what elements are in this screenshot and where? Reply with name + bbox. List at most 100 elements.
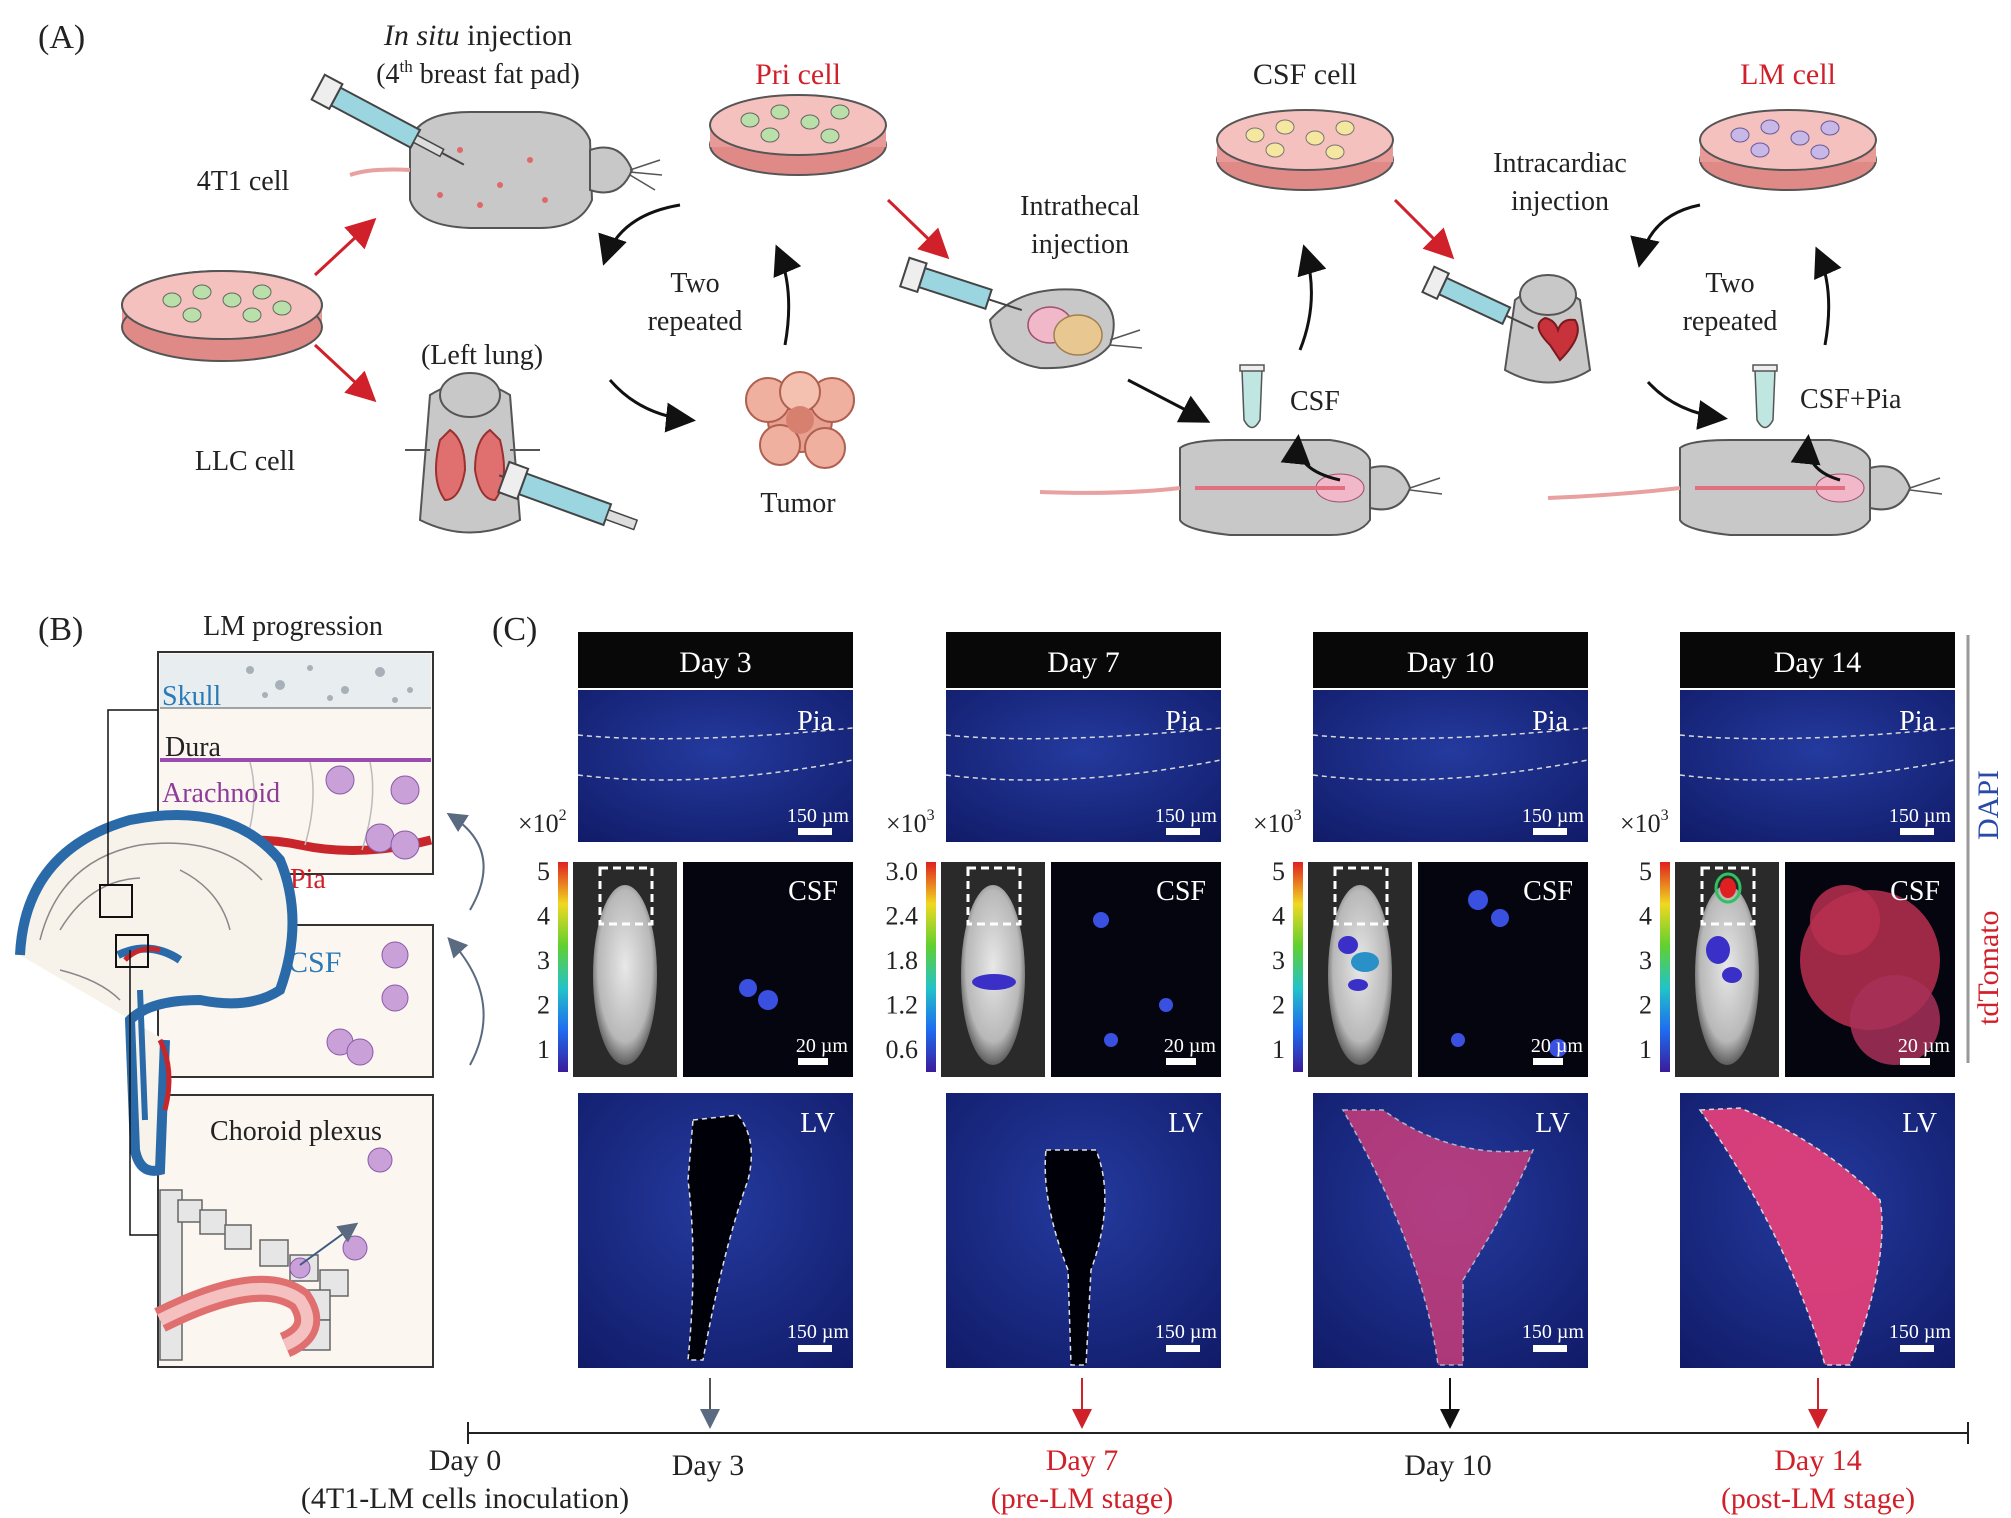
- injection-sub-sup: th: [399, 57, 413, 76]
- multiplier-exp: 3: [1294, 807, 1302, 824]
- pia-label: Pia: [797, 706, 833, 737]
- ivis-signal-ring: [1714, 872, 1742, 904]
- choroid-inset: [154, 1094, 434, 1368]
- injection-title-italic: In situ: [383, 19, 460, 52]
- pia-boundary-lower: [1679, 759, 1956, 781]
- arrow-choroid-to-csf: [447, 937, 485, 1066]
- csf-cell-blob: [1549, 1039, 1567, 1057]
- csf-scale-bar: [1533, 1058, 1563, 1065]
- csf-scale-label: 20 µm: [1898, 1035, 1951, 1057]
- lv-ventricle: [1698, 1107, 1883, 1366]
- label-intrathecal-a: Intrathecal: [1020, 191, 1140, 222]
- dish-start-icon: [121, 270, 323, 362]
- csf-label: CSF: [1890, 876, 1940, 907]
- arrow-up-csf: [1297, 244, 1327, 351]
- dish-pri-icon: [709, 94, 887, 176]
- layer-pia: Pia: [290, 864, 326, 895]
- label-intracardiac-b: injection: [1511, 186, 1609, 217]
- pia-boundary-lower: [577, 759, 854, 781]
- side-label-dapi: DAPI: [1972, 770, 2005, 840]
- lv-scale-label: 150 µm: [1155, 1321, 1218, 1343]
- pia-image: [578, 690, 853, 842]
- arrow-to-intracardiac: [1393, 198, 1455, 260]
- multiplier-exp: 3: [927, 807, 935, 824]
- injection-title: In situ injection: [383, 19, 572, 52]
- day-title: Day 3: [679, 646, 751, 679]
- csf-label: CSF: [288, 946, 341, 979]
- panel-a-label: (A): [38, 19, 85, 56]
- lv-scale-label: 150 µm: [787, 1321, 850, 1343]
- label-intracardiac-a: Intracardiac: [1493, 148, 1627, 179]
- pia-scale-bar: [798, 828, 832, 835]
- arrow-to-lung: [313, 343, 377, 403]
- colorbar-tick: 1: [537, 1035, 550, 1064]
- arrow-back-1: [598, 203, 681, 266]
- dish-lm-icon: [1699, 109, 1877, 191]
- colorbar-tick: 3: [537, 946, 550, 975]
- colorbar: [558, 862, 568, 1072]
- injection-sub-post: breast fat pad): [413, 59, 580, 90]
- csf-cell-blob: [758, 990, 778, 1010]
- ivis-head-box: [1700, 866, 1756, 926]
- pia-boundary-upper: [577, 727, 854, 740]
- colorbar-tick: 3: [1272, 946, 1285, 975]
- pia-boundary-upper: [945, 727, 1222, 740]
- lv-scale-bar: [1533, 1345, 1567, 1352]
- timeline-day0: Day 0: [429, 1444, 501, 1477]
- tumor-icon: [745, 371, 855, 469]
- pia-boundary-lower: [945, 759, 1222, 781]
- colorbar: [1660, 862, 1670, 1072]
- arrow-up-2: [1814, 246, 1842, 346]
- csf-image: [683, 862, 853, 1077]
- label-two-repeated-2b: repeated: [1683, 306, 1778, 337]
- label-two-repeated-1a: Two: [670, 268, 719, 299]
- ivis-mouse-shape: [1328, 885, 1392, 1065]
- colorbar-tick: 2.4: [886, 902, 919, 931]
- lv-label: LV: [800, 1108, 835, 1139]
- color-scale-multiplier: ×103: [886, 807, 935, 838]
- lv-scale-label: 150 µm: [1522, 1321, 1585, 1343]
- multiplier-base: ×10: [1620, 809, 1661, 838]
- multiplier-base: ×10: [1253, 809, 1294, 838]
- pia-scale-label: 150 µm: [1155, 805, 1218, 827]
- lm-progression-title: LM progression: [203, 611, 383, 642]
- colorbar-tick: 5: [1272, 857, 1285, 886]
- day-header: [1313, 632, 1588, 688]
- label-csf: CSF: [1290, 386, 1340, 417]
- ivis-head-box: [966, 866, 1022, 926]
- panel-c-label: (C): [492, 611, 537, 648]
- colorbar-tick: 1.2: [886, 991, 919, 1020]
- label-intrathecal-b: injection: [1031, 229, 1129, 260]
- csf-cell-blob: [1850, 975, 1940, 1065]
- csf-pia-tube-icon: [1752, 364, 1778, 429]
- timeline-day0-sub: (4T1-LM cells inoculation): [301, 1482, 629, 1515]
- pia-boundary-upper: [1312, 727, 1589, 740]
- timeline-day7-sub: (pre-LM stage): [991, 1482, 1173, 1515]
- pia-scale-bar: [1533, 828, 1567, 835]
- pia-scale-bar: [1900, 828, 1934, 835]
- dish-csf-icon: [1216, 109, 1394, 191]
- layer-arachnoid: Arachnoid: [162, 778, 280, 809]
- ivis-head-box: [1333, 866, 1389, 926]
- colorbar-tick: 1: [1272, 1035, 1285, 1064]
- csf-scale-label: 20 µm: [1164, 1035, 1217, 1057]
- panel-b: (B) LM progression Skull Dura Arachnoid …: [15, 611, 485, 1368]
- arrow-csfpia-collect: [1790, 434, 1841, 482]
- csf-cell-blob: [1810, 885, 1880, 955]
- csf-scale-bar: [1166, 1058, 1196, 1065]
- panel-a: (A) In situ injection (4th breast fat pa…: [38, 19, 1943, 536]
- ivis-signal: [1706, 936, 1730, 964]
- timeline: Day 0 (4T1-LM cells inoculation) Day 3 D…: [301, 1378, 1969, 1515]
- arrow-csf-collect: [1280, 434, 1341, 482]
- pia-scale-label: 150 µm: [787, 805, 850, 827]
- csf-scale-label: 20 µm: [796, 1035, 849, 1057]
- arrow-forward-2: [1646, 380, 1728, 430]
- label-pri-cell: Pri cell: [755, 58, 841, 91]
- arrow-to-csf-mouse: [1127, 378, 1211, 423]
- pia-image: [1680, 690, 1955, 842]
- label-lm-cell: LM cell: [1740, 58, 1836, 91]
